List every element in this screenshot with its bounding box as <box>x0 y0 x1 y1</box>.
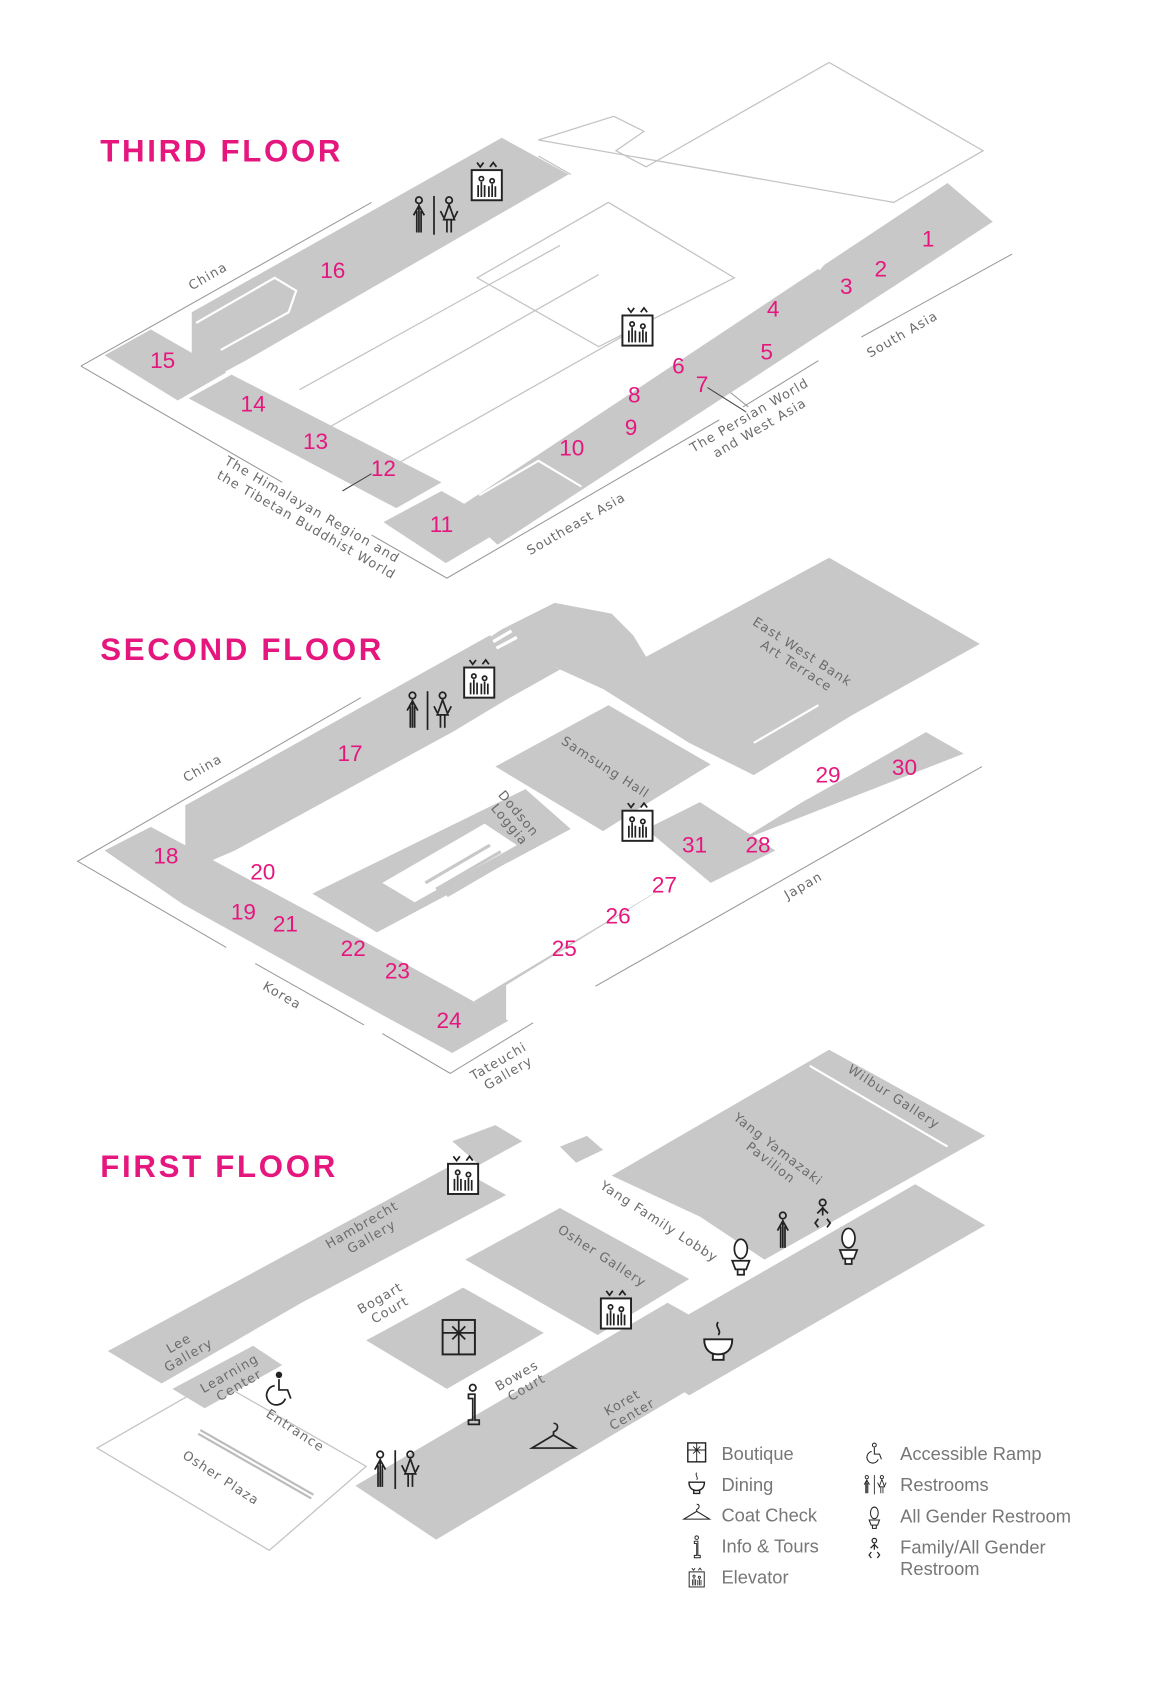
room-2[interactable]: 2 <box>875 257 888 282</box>
room-14[interactable]: 14 <box>241 391 266 416</box>
label-tateuchi-gallery: Tateuchi Gallery <box>467 1037 541 1097</box>
legend-family-restroom: Family/All Gender Restroom <box>900 1537 1051 1580</box>
boutique-icon <box>441 1318 476 1356</box>
east-west-bank-terrace <box>489 557 980 776</box>
elevator-icon <box>621 306 654 347</box>
room-18[interactable]: 18 <box>153 843 178 868</box>
accessible-ramp-icon <box>265 1371 292 1406</box>
samsung-hall <box>495 705 711 832</box>
legend-info-tours: Info & Tours <box>721 1536 818 1557</box>
elevator-icon <box>688 1567 705 1588</box>
second-floor-boundary <box>76 697 983 1075</box>
first-floor-title: FIRST FLOOR <box>100 1149 338 1184</box>
gallery-12-14 <box>188 374 442 509</box>
room-21[interactable]: 21 <box>273 911 298 936</box>
label-south-asia: South Asia <box>865 309 941 362</box>
gallery-11 <box>383 490 507 564</box>
room-11[interactable]: 11 <box>430 512 453 537</box>
restroom-men-icon <box>776 1211 789 1248</box>
first-floor: FIRST FLOOR <box>95 1049 986 1552</box>
all-gender-restroom-icon <box>731 1238 751 1276</box>
room-1[interactable]: 1 <box>922 227 935 252</box>
room-30[interactable]: 30 <box>892 755 917 780</box>
yang-yamazaki-pavilion <box>611 1049 986 1260</box>
legend-coat-check: Coat Check <box>721 1504 817 1525</box>
legend-all-gender-restroom: All Gender Restroom <box>900 1505 1071 1526</box>
osher-gallery <box>465 1207 690 1336</box>
label-china: China <box>181 752 225 786</box>
legend-restrooms: Restrooms <box>900 1474 988 1495</box>
third-floor: THIRD FLOOR 1 2 3 4 5 6 7 8 9 10 11 12 <box>80 61 1013 583</box>
second-floor-title: SECOND FLOOR <box>100 632 384 667</box>
dining-icon <box>703 1321 734 1361</box>
koret-coat-check-area <box>355 1302 754 1540</box>
room-10[interactable]: 10 <box>559 435 584 460</box>
third-floor-room-numbers: 1 2 3 4 5 6 7 8 9 10 11 12 13 14 15 16 <box>150 227 934 537</box>
room-20[interactable]: 20 <box>250 860 275 885</box>
accessible-ramp-icon <box>866 1442 882 1464</box>
elevator-icon <box>447 1155 480 1195</box>
gallery-15 <box>104 329 227 401</box>
third-floor-outline <box>538 61 985 204</box>
second-floor-room-numbers: 17 18 19 20 21 22 23 24 25 26 27 28 29 3… <box>153 741 917 1033</box>
room-7[interactable]: 7 <box>696 372 709 397</box>
room-5[interactable]: 5 <box>760 340 773 365</box>
legend-dining: Dining <box>721 1474 773 1495</box>
room-17[interactable]: 17 <box>337 741 362 766</box>
gallery-1-10 <box>457 183 993 545</box>
legend-boutique: Boutique <box>721 1443 793 1464</box>
room-16[interactable]: 16 <box>320 258 345 283</box>
room-15[interactable]: 15 <box>150 348 175 373</box>
room-28[interactable]: 28 <box>745 833 770 858</box>
boutique-icon <box>687 1442 707 1463</box>
third-floor-title: THIRD FLOOR <box>100 133 343 168</box>
osher-plaza-outline <box>95 1379 368 1552</box>
room-13[interactable]: 13 <box>303 429 328 454</box>
label-korea: Korea <box>260 979 304 1013</box>
room-31[interactable]: 31 <box>682 833 707 858</box>
room-8[interactable]: 8 <box>628 383 641 408</box>
room-9[interactable]: 9 <box>625 415 638 440</box>
room-26[interactable]: 26 <box>606 904 631 929</box>
room-4[interactable]: 4 <box>767 297 780 322</box>
hambrecht-lee-gallery <box>107 1164 507 1384</box>
gallery-27-31 <box>646 802 776 883</box>
room-27[interactable]: 27 <box>652 873 677 898</box>
gallery-18-24 <box>104 826 509 1053</box>
room-12[interactable]: 12 <box>371 456 396 481</box>
third-floor-court <box>475 201 736 348</box>
coat-check-icon <box>528 1422 579 1449</box>
room-19[interactable]: 19 <box>231 899 256 924</box>
family-restroom-icon <box>814 1198 832 1228</box>
legend-elevator: Elevator <box>721 1567 788 1588</box>
room-22[interactable]: 22 <box>341 936 366 961</box>
coat-check-icon <box>681 1503 712 1520</box>
room-24[interactable]: 24 <box>437 1008 462 1033</box>
learning-center <box>172 1345 283 1409</box>
info-icon <box>693 1535 701 1559</box>
third-floor-boundary <box>80 201 1013 579</box>
room-6[interactable]: 6 <box>672 354 685 379</box>
label-china: China <box>186 260 230 294</box>
info-icon <box>467 1383 481 1426</box>
room-3[interactable]: 3 <box>840 274 853 299</box>
legend: Boutique Dining Coat Check Info & Tours … <box>681 1442 1071 1588</box>
restrooms-icon <box>863 1474 887 1495</box>
room-25[interactable]: 25 <box>552 936 577 961</box>
dining-icon <box>688 1472 706 1495</box>
gallery-25-31 <box>473 732 964 1023</box>
all-gender-restroom-icon <box>868 1506 881 1529</box>
second-floor: SECOND FLOOR 17 18 19 20 21 22 23 24 25 … <box>76 557 983 1097</box>
family-restroom-icon <box>868 1537 881 1559</box>
label-entrance: Entrance <box>263 1407 327 1456</box>
room-23[interactable]: 23 <box>385 959 410 984</box>
legend-accessible-ramp: Accessible Ramp <box>900 1443 1041 1464</box>
boutique <box>366 1287 544 1389</box>
room-29[interactable]: 29 <box>815 763 840 788</box>
label-japan: Japan <box>781 869 825 903</box>
